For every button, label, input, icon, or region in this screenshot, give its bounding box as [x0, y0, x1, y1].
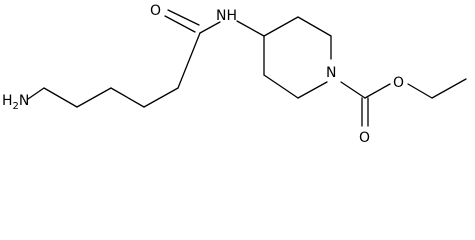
amide-oxygen-label: O	[150, 3, 161, 19]
bond	[43, 87, 78, 108]
bond	[364, 83, 391, 99]
ester-oxygen-label: O	[393, 75, 404, 91]
bond	[297, 81, 328, 99]
ethyl-carbamate-group	[340, 78, 467, 127]
amide-nh-label: NH	[216, 8, 237, 24]
bond	[263, 74, 299, 99]
bond	[110, 87, 145, 108]
bond	[297, 16, 332, 37]
piperidine-ring	[263, 16, 332, 99]
aminohexanoyl-chain	[27, 32, 201, 108]
bond	[263, 16, 299, 37]
bond	[177, 32, 201, 89]
amine-label: H2N	[2, 93, 29, 112]
bond	[27, 87, 45, 100]
bond	[236, 20, 265, 37]
carbonyl-oxygen-label: O	[359, 130, 370, 146]
chemical-structure: H2N O NH N O O	[2, 3, 467, 146]
amide-group	[164, 9, 265, 37]
bond	[143, 87, 179, 108]
bond	[340, 81, 366, 99]
bond	[407, 83, 433, 99]
bond	[164, 15, 196, 33]
bond	[167, 9, 200, 26]
bond	[199, 21, 221, 34]
ring-nitrogen-label: N	[326, 65, 336, 81]
bond	[431, 78, 467, 99]
bond	[76, 87, 112, 108]
